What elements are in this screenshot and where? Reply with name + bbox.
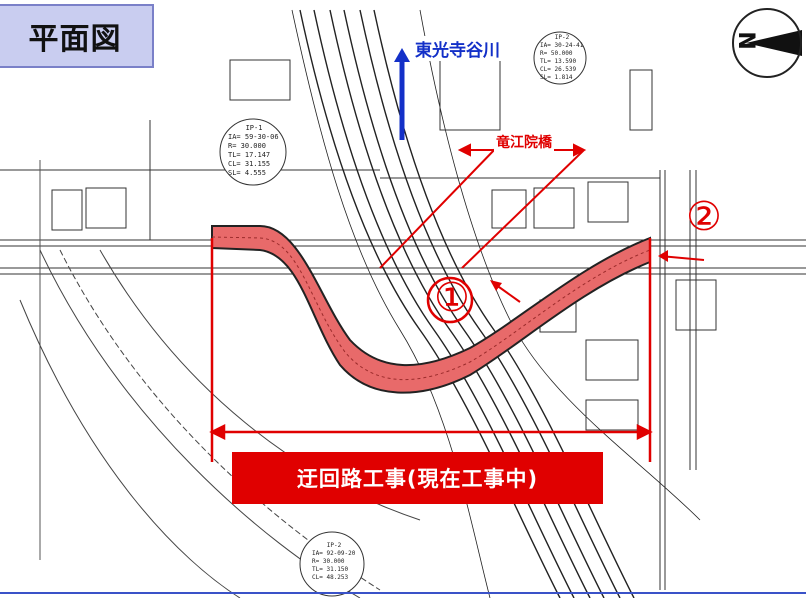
ip1-id: IP-1 xyxy=(245,124,263,132)
ip2-ia: IA= 30-24-41 xyxy=(540,42,584,49)
ip3-ia: IA= 92-09-20 xyxy=(312,550,356,557)
bypass-work-banner: 迂回路工事(現在工事中) xyxy=(232,452,603,504)
design-arcs xyxy=(19,249,421,598)
river-arrowhead xyxy=(394,48,410,62)
ip2-id: IP-2 xyxy=(554,34,570,41)
bypass-road-centerline xyxy=(211,236,651,381)
ip1-sl: SL= 4.555 xyxy=(228,169,266,177)
point1-label: ① xyxy=(434,275,470,321)
ip-table-2: IP-2 IA= 30-24-41 R= 50.000 TL= 13.590 C… xyxy=(540,34,584,82)
ip-table-3: IP-2 IA= 92-09-20 R= 30.000 TL= 31.150 C… xyxy=(312,542,356,582)
bridge-leaders xyxy=(379,143,587,269)
railway-tracks xyxy=(291,9,701,598)
ip2-cl: CL= 26.539 xyxy=(540,66,577,73)
road-lines xyxy=(0,120,806,590)
bypass-extent xyxy=(209,238,653,462)
point2-arrowhead xyxy=(658,250,668,262)
point2-label: ② xyxy=(686,194,722,240)
north-letter: N xyxy=(736,31,762,50)
ip3-tl: TL= 31.150 xyxy=(312,566,349,573)
ip2-tl: TL= 13.590 xyxy=(540,58,577,65)
bypass-work-label: 迂回路工事(現在工事中) xyxy=(296,467,539,491)
ip1-ia: IA= 59-30-06 xyxy=(228,133,279,141)
ip1-r: R= 30.000 xyxy=(228,142,266,150)
bottom-border-line xyxy=(0,592,806,594)
ip2-r: R= 50.000 xyxy=(540,50,573,57)
point1-circle xyxy=(426,276,474,324)
point1-arrowhead xyxy=(490,280,502,291)
ip1-cl: CL= 31.155 xyxy=(228,160,271,168)
bridge-label: 竜江院橋 xyxy=(494,132,554,152)
title-box: 平面図 xyxy=(0,4,154,68)
ip1-tl: TL= 17.147 xyxy=(228,151,271,159)
ip-table-1: IP-1 IA= 59-30-06 R= 30.000 TL= 17.147 C… xyxy=(228,124,280,178)
north-compass-icon: N xyxy=(732,8,802,78)
ip2-sl: SL= 1.814 xyxy=(540,74,573,81)
ip3-cl: CL= 48.253 xyxy=(312,574,349,581)
ip-markers xyxy=(219,31,587,597)
page-title: 平面図 xyxy=(28,22,122,57)
river-label: 東光寺谷川 xyxy=(414,36,501,61)
ip3-r: R= 30.000 xyxy=(312,558,345,565)
ip3-id: IP-2 xyxy=(326,542,342,549)
